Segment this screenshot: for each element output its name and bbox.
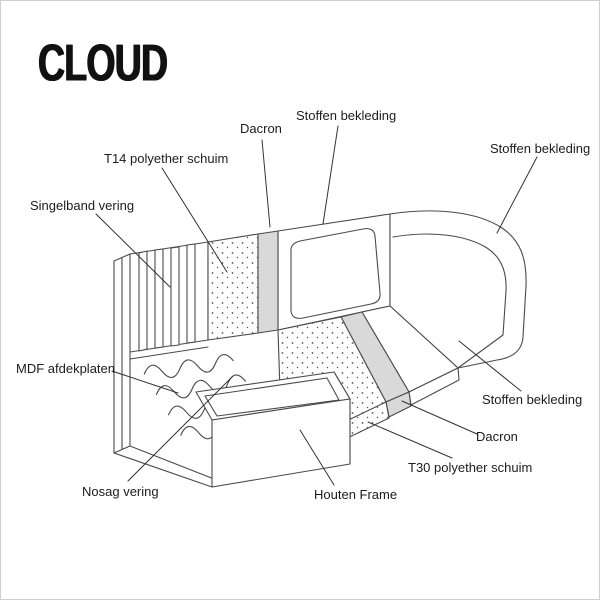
webbing-straps: [129, 241, 209, 352]
dacron-back-layer: [257, 230, 279, 334]
label-t14-polyether-schuim: T14 polyether schuim: [104, 151, 229, 166]
leader-t14-schuim: [161, 167, 228, 273]
leader-mdf-afdekplaten: [111, 370, 179, 394]
label-stoffen-bekleding-right-top: Stoffen bekleding: [490, 141, 591, 156]
leader-nosag-vering: [127, 375, 234, 482]
label-stoffen-bekleding-right: Stoffen bekleding: [482, 392, 583, 407]
wooden-frame-box: [195, 371, 351, 488]
leader-stoffen-right-top: [496, 156, 538, 234]
brand-logo: CLOUD: [38, 35, 168, 93]
leader-dacron-top: [261, 139, 271, 228]
label-dacron-top: Dacron: [240, 121, 282, 136]
label-stoffen-bekleding-top: Stoffen bekleding: [296, 108, 397, 123]
leader-t30-schuim: [367, 421, 453, 459]
leader-stoffen-right: [458, 340, 522, 392]
leader-lines: [95, 125, 538, 486]
label-nosag-vering: Nosag vering: [82, 484, 159, 499]
label-singelband-vering: Singelband vering: [30, 198, 135, 213]
mdf-side-panels: [113, 253, 215, 488]
back-cushion: [290, 228, 381, 319]
t14-foam-layer: [207, 233, 259, 341]
right-arm: [389, 210, 527, 369]
leader-houten-frame: [299, 429, 335, 486]
label-houten-frame: Houten Frame: [314, 487, 398, 502]
label-mdf-afdekplaten: MDF afdekplaten: [16, 361, 115, 376]
label-t30-polyether-schuim: T30 polyether schuim: [408, 460, 533, 475]
label-dacron-bottom: Dacron: [476, 429, 518, 444]
leader-stoffen-top: [322, 125, 339, 225]
leader-singelband-vering: [95, 213, 171, 288]
seat-fabric: [361, 305, 460, 406]
leader-dacron-bottom: [401, 400, 478, 435]
